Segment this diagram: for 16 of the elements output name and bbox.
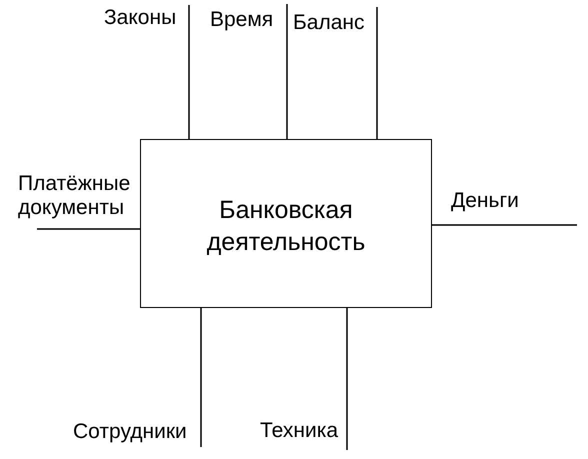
process-label: Банковская деятельность (206, 194, 366, 258)
connector-line (376, 7, 378, 139)
connector-line (432, 224, 577, 226)
flow-label: Баланс (293, 11, 364, 35)
connector-line (188, 5, 190, 139)
connector-line (200, 308, 202, 447)
flow-label: Платёжные документы (18, 172, 137, 220)
flow-label: Сотрудники (73, 420, 187, 444)
process-box (140, 139, 432, 308)
flow-label: Законы (104, 6, 176, 30)
connector-line (37, 228, 140, 230)
connector-line (286, 4, 288, 139)
flow-label: Время (210, 8, 274, 32)
flow-label: Деньги (451, 189, 519, 213)
flow-label: Техника (260, 419, 338, 443)
connector-line (346, 308, 348, 450)
